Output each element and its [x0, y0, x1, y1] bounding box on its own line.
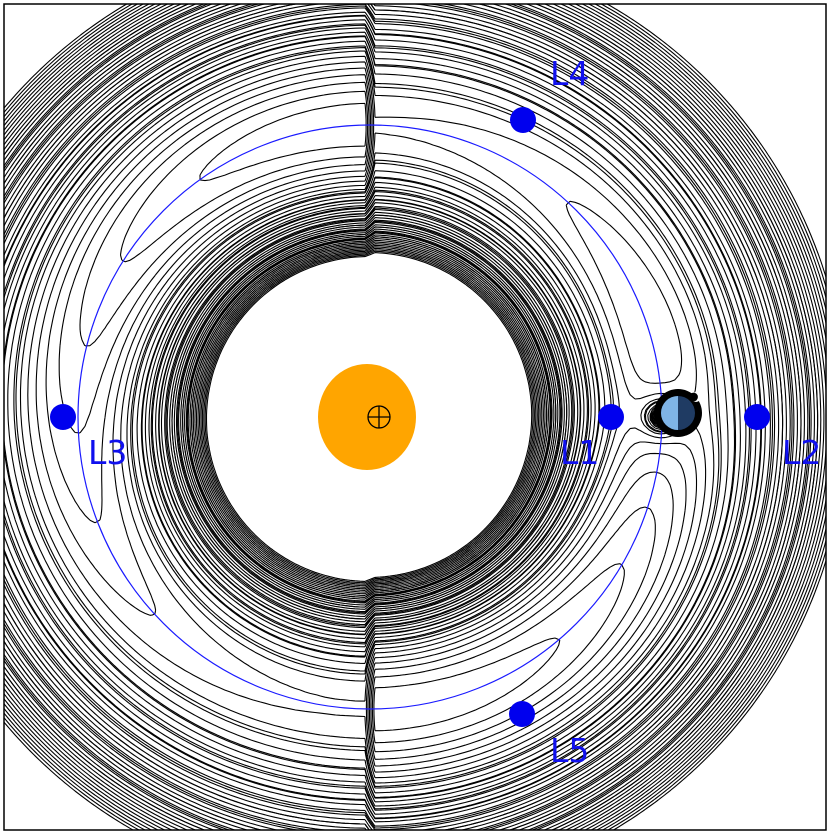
contour-line: [79, 81, 656, 753]
lagrange-point-l4: [510, 107, 536, 133]
contour-line: [4, 4, 787, 830]
contour-line: [199, 102, 561, 732]
lagrange-point-l1: [598, 404, 624, 430]
contour-line: [119, 90, 625, 744]
contour-line: [58, 74, 674, 760]
sun: [318, 364, 416, 470]
label-l4: L4: [550, 54, 589, 93]
contour-line: [4, 4, 776, 830]
contour-line: [4, 27, 747, 807]
lagrange-point-l5: [509, 701, 535, 727]
contour-line: [4, 4, 793, 830]
contour-line: [13, 45, 722, 789]
moon-icon: [689, 392, 701, 402]
contour-line: [4, 23, 752, 811]
contour-line: [27, 55, 707, 779]
label-l2: L2: [782, 433, 821, 472]
contour-line: [4, 11, 766, 823]
lagrange-point-l3: [50, 404, 76, 430]
sun-disc: [318, 364, 416, 470]
contour-line: [4, 35, 737, 799]
contour-line: [35, 61, 698, 773]
contour-line: [4, 5, 774, 829]
frame: [3, 3, 827, 831]
label-l5: L5: [550, 731, 589, 770]
contour-line: [4, 14, 763, 820]
label-l3: L3: [88, 433, 127, 472]
contour-line: [19, 50, 715, 784]
contour-line: [45, 67, 687, 767]
contour-line: [4, 24, 750, 810]
contour-line: [4, 4, 809, 830]
contour-line: [4, 19, 757, 815]
earth: [654, 389, 702, 437]
sun-symbol-icon: [367, 405, 391, 429]
contour-line: [7, 40, 729, 794]
contour-line: [4, 7, 771, 827]
label-l1: L1: [560, 433, 599, 472]
earth-icon: [661, 396, 695, 430]
lagrange-point-l2: [744, 404, 770, 430]
